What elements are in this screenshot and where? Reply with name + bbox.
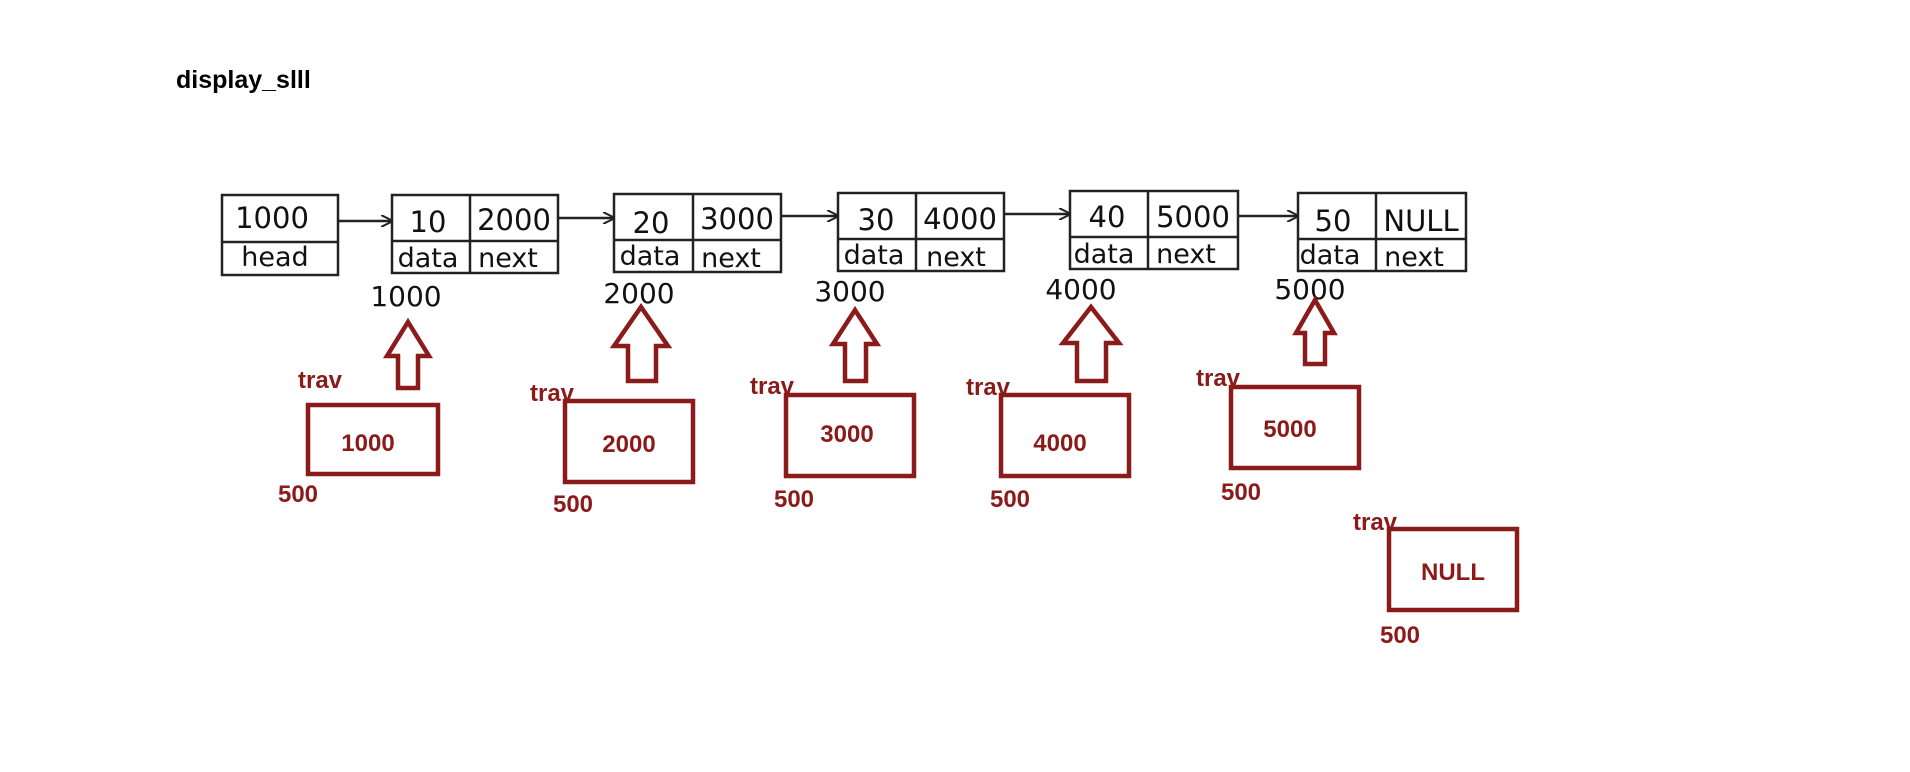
up-arrow-icon xyxy=(609,303,673,384)
trav-address: 500 xyxy=(278,481,318,508)
data-field-label: data xyxy=(398,243,459,274)
trav-value: NULL xyxy=(1421,559,1485,586)
diagram-title: display_slll xyxy=(176,66,311,94)
trav-value: 3000 xyxy=(820,421,873,448)
next-field-label: next xyxy=(701,243,761,274)
trav-box xyxy=(783,392,917,479)
head-box xyxy=(220,193,340,277)
trav-step-2: trav 2000 500 xyxy=(530,303,696,518)
trav-label: trav xyxy=(298,367,343,394)
trav-value: 2000 xyxy=(602,431,655,458)
trav-address: 500 xyxy=(1221,479,1261,506)
data-field-label: data xyxy=(844,240,905,271)
node-box xyxy=(390,193,560,275)
node-box xyxy=(836,191,1006,273)
up-arrow-icon xyxy=(1058,303,1124,384)
list-node-2: 20 3000 data next 2000 xyxy=(603,192,783,310)
node-box xyxy=(1296,191,1468,273)
trav-step-1: trav 1000 500 xyxy=(278,317,441,508)
trav-address: 500 xyxy=(990,486,1030,513)
node-data: 40 xyxy=(1089,200,1126,234)
node-box xyxy=(612,192,783,274)
trav-value: 4000 xyxy=(1033,430,1086,457)
trav-value: 5000 xyxy=(1263,416,1316,443)
head-label: head xyxy=(241,242,308,273)
list-node-5: 50 NULL data next 5000 xyxy=(1274,191,1468,306)
node-data: 30 xyxy=(858,203,895,237)
up-arrow-icon xyxy=(1292,295,1338,367)
trav-box xyxy=(1386,526,1520,613)
head-value: 1000 xyxy=(235,201,309,235)
next-field-label: next xyxy=(926,242,986,273)
trav-box xyxy=(305,402,441,477)
data-field-label: data xyxy=(1300,240,1361,271)
trav-address: 500 xyxy=(774,486,814,513)
node-address: 3000 xyxy=(814,275,885,308)
node-next: 3000 xyxy=(700,202,774,236)
list-node-4: 40 5000 data next 4000 xyxy=(1045,189,1240,306)
node-next: 2000 xyxy=(477,203,551,237)
trav-step-4: trav 4000 500 xyxy=(966,303,1132,513)
trav-address: 500 xyxy=(1380,622,1420,649)
data-field-label: data xyxy=(620,241,681,272)
up-arrow-icon xyxy=(382,317,434,391)
trav-step-5: trav 5000 500 xyxy=(1196,295,1362,506)
trav-address: 500 xyxy=(553,491,593,518)
trav-box xyxy=(1228,384,1362,471)
head-pointer: 1000 head xyxy=(220,193,340,277)
trav-box xyxy=(562,398,696,485)
trav-step-6: trav NULL 500 xyxy=(1353,509,1520,649)
node-data: 50 xyxy=(1315,204,1352,238)
node-address: 1000 xyxy=(370,280,441,313)
node-data: 10 xyxy=(410,205,447,239)
up-arrow-icon xyxy=(828,305,882,384)
next-field-label: next xyxy=(478,243,538,274)
next-field-label: next xyxy=(1156,239,1216,270)
list-node-1: 10 2000 data next 1000 xyxy=(370,193,560,313)
node-box xyxy=(1068,189,1240,271)
node-address: 4000 xyxy=(1045,273,1116,306)
trav-value: 1000 xyxy=(341,430,394,457)
list-node-3: 30 4000 data next 3000 xyxy=(814,191,1006,308)
next-field-label: next xyxy=(1384,242,1444,273)
node-address: 5000 xyxy=(1274,273,1345,306)
data-field-label: data xyxy=(1074,239,1135,270)
node-address: 2000 xyxy=(603,277,674,310)
node-next: 4000 xyxy=(923,202,997,236)
node-next: NULL xyxy=(1383,204,1458,238)
node-next: 5000 xyxy=(1156,200,1230,234)
trav-box xyxy=(998,392,1132,479)
node-data: 20 xyxy=(633,206,670,240)
trav-step-3: trav 3000 500 xyxy=(750,305,917,513)
